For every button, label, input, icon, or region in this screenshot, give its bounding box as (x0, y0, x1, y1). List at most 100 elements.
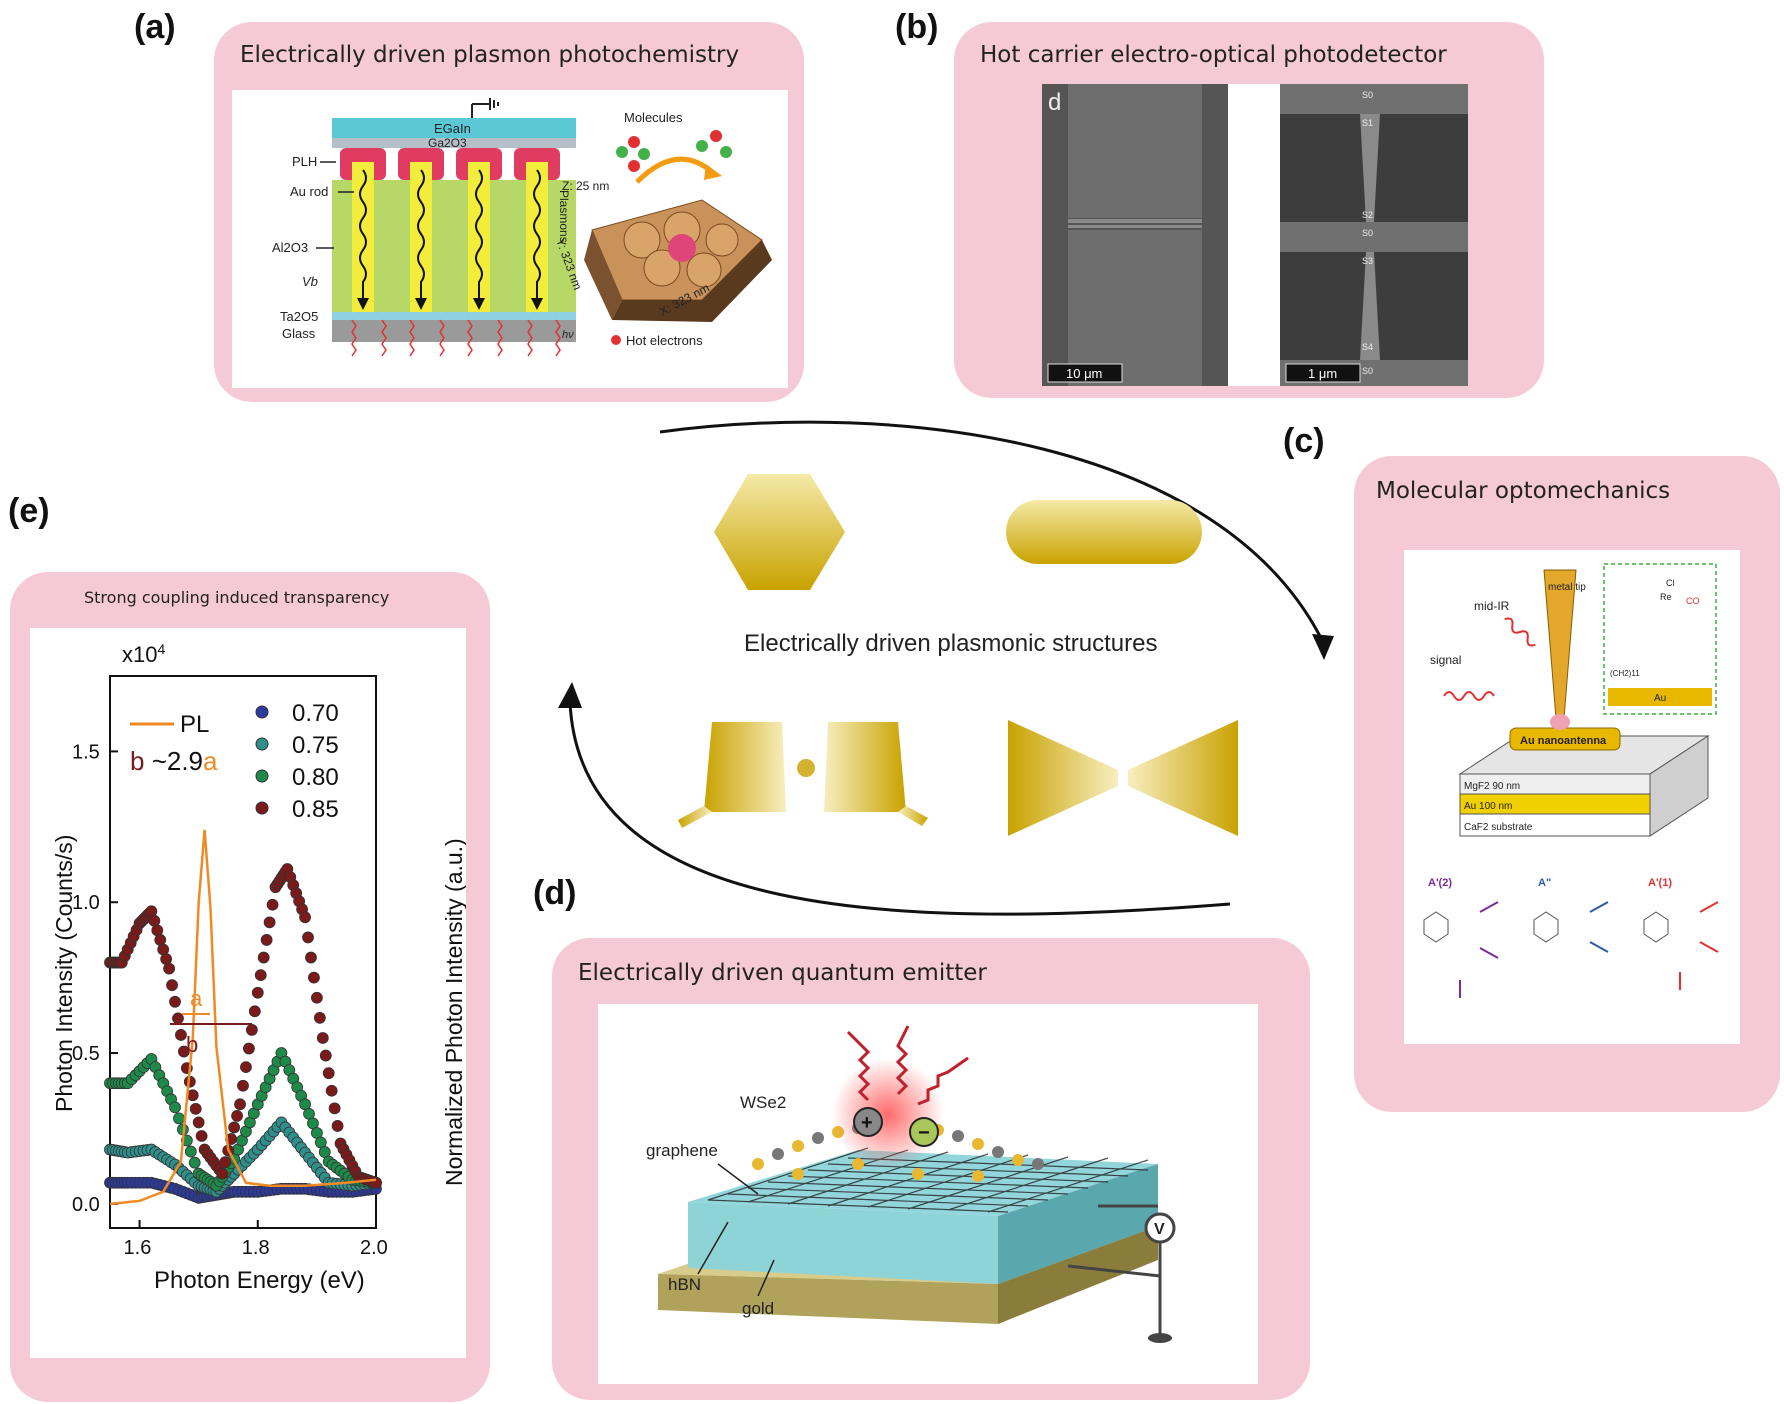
y-axis-title-right: Normalized Photon Intensity (a.u.) (441, 838, 466, 1186)
s4-label: S4 (1362, 342, 1373, 352)
dimer-right-lead (898, 806, 928, 826)
data-point-0.80 (184, 1145, 197, 1158)
data-point-0.85 (216, 1167, 229, 1180)
hole-charge (853, 1107, 883, 1137)
legend-series: 0.700.750.800.85 (255, 700, 339, 823)
fwhm-b-label: b (186, 1032, 198, 1057)
data-point-0.85 (166, 979, 178, 992)
card-a: Electrically driven plasmon photochemist… (214, 22, 804, 402)
card-b: Hot carrier electro-optical photodetecto… (954, 22, 1544, 398)
ta2o5-label: Ta2O5 (280, 309, 318, 324)
au-rods (352, 162, 548, 312)
data-point-0.80 (188, 1156, 201, 1169)
wse2-atoms (752, 1122, 1044, 1182)
data-point-0.85 (248, 1005, 261, 1018)
dimer-particle (797, 759, 815, 777)
hexagon-shape (714, 474, 845, 590)
legend-pl-label: PL (180, 711, 209, 738)
data-point-0.85 (299, 911, 311, 924)
s0-top-label: S0 (1362, 90, 1373, 100)
au-inset-label: Au (1654, 693, 1666, 704)
card-e-title: Strong coupling induced transparency (84, 588, 390, 607)
plasmons-label: Plasmons (557, 190, 571, 243)
plot-frame (109, 675, 377, 1229)
hot-electrons-label: Hot electrons (626, 333, 703, 348)
mgf2-label: MgF2 90 nm (1464, 781, 1520, 792)
re-inset-label: Re (1660, 592, 1672, 602)
card-c-title: Molecular optomechanics (1376, 478, 1671, 504)
mode-arrows (1459, 901, 1719, 998)
au-nanoantenna-label: Au nanoantenna (1520, 735, 1607, 747)
data-point-0.85 (325, 1084, 338, 1097)
panel-letter-e: (e) (8, 492, 50, 530)
card-a-title: Electrically driven plasmon photochemist… (240, 42, 740, 68)
x-tick-label: 1.6 (124, 1237, 152, 1259)
mode1-label: A'(2) (1428, 877, 1452, 889)
mode2-label: A" (1538, 877, 1551, 889)
legend-label-0.85: 0.85 (292, 796, 339, 823)
ratio-annotation: b ~2.9a (130, 746, 218, 776)
panel-letter-b: (b) (895, 8, 939, 46)
data-point-0.85 (313, 1011, 326, 1024)
legend-marker-0.75 (255, 737, 269, 751)
mid-ir-label: mid-IR (1474, 599, 1510, 613)
dimer-left-block (704, 722, 786, 812)
y-multiplier-label: x104 (122, 641, 165, 667)
plh-label: PLH (292, 154, 317, 169)
data-point-0.85 (257, 951, 270, 964)
data-point-0.85 (195, 1130, 208, 1142)
reaction-arrow (635, 156, 714, 184)
nanorod-shape (1006, 500, 1202, 564)
y-tick-label: 1.5 (72, 741, 100, 763)
electron-charge (909, 1117, 939, 1147)
glass-layer (332, 320, 576, 342)
top-curved-arrow (659, 420, 1324, 641)
scale-bar-right-label: 1 μm (1308, 366, 1337, 381)
ga2o3-layer (332, 138, 576, 148)
data-point-0.85 (163, 962, 176, 975)
legend-marker-0.80 (255, 769, 269, 783)
molecule-dots (616, 130, 732, 172)
data-point-0.85 (260, 934, 273, 946)
legend-label-0.75: 0.75 (292, 732, 339, 759)
card-d: Electrically driven quantum emitter (552, 938, 1310, 1400)
emission-photons (846, 1025, 969, 1106)
graphene-label: graphene (646, 1141, 718, 1160)
mode3-label: A'(1) (1648, 877, 1672, 889)
data-point-0.85 (175, 1029, 187, 1041)
x-tick-label: 2.0 (360, 1237, 388, 1259)
card-c-figure: MgF2 90 nm Au 100 nm CaF2 substrate Au n… (1404, 550, 1740, 1044)
series-line-pl (109, 829, 377, 1206)
signal-label: signal (1430, 653, 1461, 667)
data-point-0.85 (322, 1067, 335, 1080)
sem-corner-label: d (1048, 89, 1061, 116)
data-point-0.85 (266, 898, 279, 911)
al2o3-label: Al2O3 (272, 240, 308, 255)
panel-letter-a: (a) (134, 8, 176, 46)
data-point-0.85 (308, 971, 320, 984)
data-point-0.85 (177, 1045, 190, 1058)
au-rod-label: Au rod (290, 184, 328, 199)
hbn-label: hBN (668, 1275, 701, 1294)
data-point-0.85 (228, 1121, 241, 1134)
plasmon-photochemistry-diagram: EGaIn Ga2O3 (272, 98, 772, 357)
card-e: Strong coupling induced transparency 1.6… (10, 572, 490, 1402)
data-point-0.85 (234, 1098, 246, 1111)
card-b-figure: d 10 μm S0 S1 S2 S0 S3 S4 S0 1 μm (1042, 84, 1468, 386)
minus-label: − (918, 1122, 930, 1144)
y-axis-title: Photon Intensity (Counts/s) (51, 835, 77, 1112)
data-point-0.80 (169, 1101, 181, 1114)
scale-bar-left-label: 10 μm (1066, 366, 1102, 381)
cl-inset-label: Cl (1666, 578, 1675, 588)
panel-letter-d: (d) (533, 874, 577, 912)
data-point-0.85 (310, 991, 323, 1004)
top-arrow-head (1312, 634, 1334, 660)
s3-label: S3 (1362, 256, 1373, 266)
data-point-0.85 (328, 1102, 341, 1115)
molecule-inset (1603, 563, 1717, 715)
ta2o5-layer (332, 312, 576, 320)
s1-label: S1 (1362, 118, 1373, 128)
data-point-0.85 (316, 1032, 329, 1044)
